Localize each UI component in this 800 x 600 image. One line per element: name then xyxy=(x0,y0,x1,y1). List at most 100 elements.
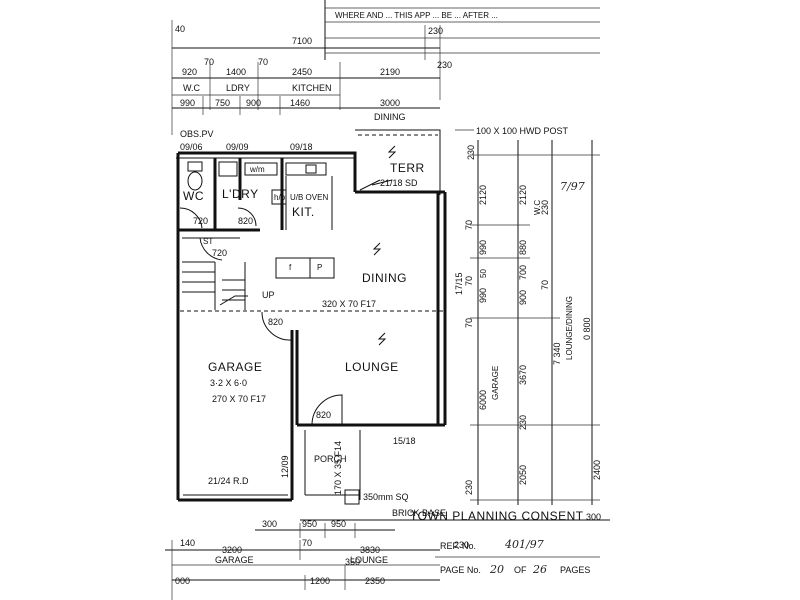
note-up: UP xyxy=(262,290,275,300)
label-wc-top: W.C xyxy=(183,83,200,93)
room-lounge: LOUNGE xyxy=(345,360,399,374)
dim-bottom-1-2: 950 xyxy=(331,519,346,529)
door-swing-ldry xyxy=(237,207,257,227)
note-window-side: 17/15 xyxy=(454,272,464,295)
room-terrace: TERR xyxy=(390,161,425,175)
note-garage-door: 21/24 R.D xyxy=(208,476,249,486)
dim-right-1-8: 230 xyxy=(464,480,474,495)
label-hotplate: h/p xyxy=(274,193,286,202)
label-pantry: P xyxy=(317,263,322,272)
stamp-ref-value: 401/97 xyxy=(504,538,544,551)
stamp-of-label: OF xyxy=(514,565,527,575)
dim-row4-3: 900 xyxy=(246,98,261,108)
room-wc: WC xyxy=(183,189,204,203)
dim-bottom-2-0: 3200 xyxy=(222,545,242,555)
window-code-3: 09/18 xyxy=(290,142,313,152)
walls xyxy=(176,129,447,505)
dim-bottom-1-left: 140 xyxy=(180,538,195,548)
door-size-ldry: 820 xyxy=(238,216,253,226)
sink-bowl xyxy=(305,164,317,174)
kitchen-island xyxy=(275,257,335,279)
door-swing-entry xyxy=(311,394,343,426)
header-note: WHERE AND ... THIS APP ... BE ... AFTER … xyxy=(324,0,600,60)
dim-right-1-4: 70 xyxy=(464,276,474,286)
dim-right-2-6: 2050 xyxy=(518,465,528,485)
window-code-2: 09/09 xyxy=(226,142,249,152)
dim-wc: 920 xyxy=(182,67,197,77)
note-brick-base: BRICK BASE xyxy=(392,508,446,518)
dim-right-2-2: 700 xyxy=(518,265,528,280)
stamp-pages-label: PAGES xyxy=(560,565,590,575)
note-window-porch: 12/09 xyxy=(280,455,290,478)
dim-right-1-0: 230 xyxy=(466,145,476,160)
kitchen-sink xyxy=(285,162,327,176)
label-washing-machine: w/m xyxy=(249,165,265,174)
room-porch: PORCH xyxy=(314,454,347,464)
dim-right-1-3: 990 xyxy=(478,240,488,255)
direction-arrow-2 xyxy=(377,332,387,346)
side-mark: 7/97 xyxy=(560,180,585,193)
garage-size: 3·2 X 6·0 xyxy=(210,378,247,388)
dim-right-1-small: 50 xyxy=(479,269,488,278)
stamp-page-value: 20 xyxy=(489,563,504,576)
label-fridge: f xyxy=(289,263,292,272)
dim-right-2-5: 230 xyxy=(518,415,528,430)
dim-row2-right: 230 xyxy=(437,60,452,70)
stamp-of-value: 26 xyxy=(532,563,547,576)
label-ub-oven: U/B OVEN xyxy=(290,193,328,202)
dim-right-1-label: GARAGE xyxy=(491,366,500,400)
dim-row4-5: 3000 xyxy=(380,98,400,108)
dim-bottom-1-right: 300 xyxy=(586,512,601,522)
right-dimensions: 230 2120 70 990 70 990 70 6000 230 GARAG… xyxy=(464,140,602,505)
plan-notes: 21/18 SD 320 X 70 F17 270 X 70 F17 UP 15… xyxy=(208,145,464,502)
direction-arrow-3 xyxy=(387,145,397,159)
dim-right-1-7: 6000 xyxy=(478,390,488,410)
dim-bottom-2-2: 3830 xyxy=(360,545,380,555)
dim-overall: 7100 xyxy=(292,36,312,46)
dim-right-3-1: 70 xyxy=(540,280,550,290)
staircase xyxy=(182,237,248,310)
top-dimensions: 40 7100 230 920 1400 2450 2190 70 70 230… xyxy=(171,20,452,135)
dim-bottom-3-0: 000 xyxy=(175,576,190,586)
label-kitchen-top: KITCHEN xyxy=(292,83,332,93)
dim-bottom-3-1: 1200 xyxy=(310,576,330,586)
label-bottom-garage: GARAGE xyxy=(215,555,254,565)
note-lintel-dining: 320 X 70 F17 xyxy=(322,299,376,309)
note-terr-window: 21/18 SD xyxy=(380,178,418,188)
dim-right-1-2: 70 xyxy=(464,220,474,230)
dim-bottom-3-3: 2350 xyxy=(365,576,385,586)
room-kit: KIT. xyxy=(292,205,315,219)
dim-bottom-1-0: 300 xyxy=(262,519,277,529)
dim-bottom-1-1: 950 xyxy=(302,519,317,529)
door-size-stair: 720 xyxy=(212,248,227,258)
dim-bottom-1-far: 230 xyxy=(454,540,469,550)
dim-right-1-1: 2120 xyxy=(478,185,488,205)
dim-small-2: 70 xyxy=(258,57,268,67)
dim-bottom-2-1: 70 xyxy=(302,538,312,548)
dim-ldry: 1400 xyxy=(226,67,246,77)
dim-right-3-3: 2400 xyxy=(592,460,602,480)
door-swing-garage xyxy=(261,311,293,341)
washing-machine xyxy=(244,162,278,176)
dim-overall-left: 40 xyxy=(175,24,185,34)
label-ldry-top: LDRY xyxy=(226,83,250,93)
room-ldry: L'DRY xyxy=(222,187,259,201)
note-porch-beam: 170 X 35 F14 xyxy=(333,441,343,495)
door-size-entry: 820 xyxy=(316,410,331,420)
room-garage: GARAGE xyxy=(208,360,262,374)
bottom-dimensions: BRICK BASE 300 950 950 300 230 140 3200 … xyxy=(165,508,610,600)
window-code-1: 09/06 xyxy=(180,142,203,152)
note-post-size: 350mm SQ xyxy=(363,492,409,502)
dim-small-1: 70 xyxy=(204,57,214,67)
dim-row4-4: 1460 xyxy=(290,98,310,108)
dim-row4-2: 750 xyxy=(215,98,230,108)
dim-right-2-1: 880 xyxy=(518,240,528,255)
header-scribble: WHERE AND ... THIS APP ... BE ... AFTER … xyxy=(335,11,498,20)
toilet-bowl xyxy=(187,171,203,191)
dim-right-3-0: 230 xyxy=(540,200,550,215)
dim-right-1-5: 990 xyxy=(478,288,488,303)
dim-right-4-0: 0 800 xyxy=(582,317,592,340)
door-swing-wc xyxy=(179,207,203,229)
stamp-title: TOWN PLANNING CONSENT xyxy=(410,509,584,523)
door-sizes: 720 820 720 820 820 xyxy=(193,216,331,420)
